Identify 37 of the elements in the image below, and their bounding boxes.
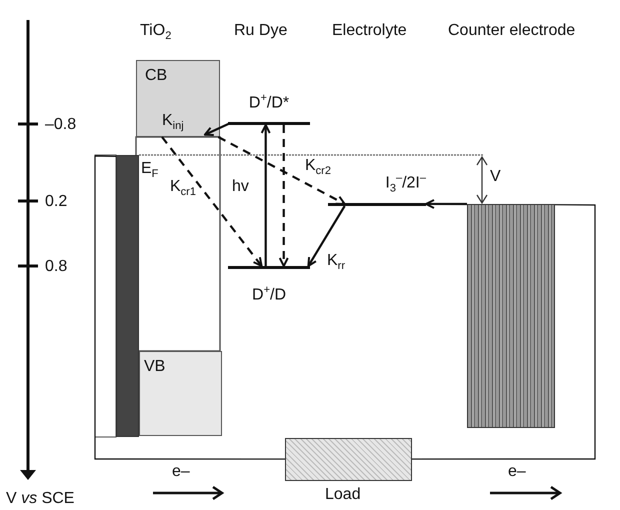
annotation-label: e– bbox=[508, 463, 526, 481]
transfer-arrow bbox=[425, 198, 467, 209]
column-heading: Counter electrode bbox=[448, 22, 576, 40]
edge-label: K$_{rr}$ bbox=[327, 252, 345, 272]
band-label: VB bbox=[144, 358, 166, 375]
band-label: CB bbox=[145, 67, 168, 84]
circuit-wire bbox=[412, 204, 596, 460]
axis-value: 0.8 bbox=[45, 258, 68, 276]
column-heading: TiO$_{2}$ bbox=[140, 22, 172, 42]
level-label: I$_{3}$$^{–}$/2I$^{–}$ bbox=[385, 172, 426, 195]
column-heading: Ru Dye bbox=[234, 22, 288, 40]
level-label: D$^{+}$/D* bbox=[248, 92, 290, 112]
transfer-arrow bbox=[204, 122, 231, 136]
valence-band-box bbox=[139, 351, 222, 436]
annotation-label: e– bbox=[172, 463, 190, 481]
edge-label: K$_{cr1}$ bbox=[170, 178, 196, 198]
transfer-arrow bbox=[278, 125, 289, 267]
conduction-band-box bbox=[136, 60, 220, 137]
edge-label: hv bbox=[232, 178, 249, 196]
axis-value: 0.2 bbox=[45, 193, 68, 211]
node-caption: Load bbox=[325, 486, 361, 504]
axis-value: –0.8 bbox=[45, 116, 76, 134]
edge-label: K$_{cr2}$ bbox=[305, 157, 331, 178]
load-resistor-block bbox=[285, 438, 412, 481]
counter-electrode-block bbox=[467, 204, 555, 428]
electrode-bar bbox=[116, 155, 139, 437]
edge-label: K$_{inj}$ bbox=[162, 112, 184, 132]
annotation-label: E$_{F}$ bbox=[141, 160, 158, 180]
transfer-arrow bbox=[218, 136, 346, 205]
transfer-arrow bbox=[260, 124, 271, 266]
annotation-label: V bbox=[490, 168, 501, 186]
circuit-wire bbox=[94, 155, 285, 460]
transfer-arrow bbox=[161, 136, 263, 267]
column-heading: Electrolyte bbox=[332, 22, 407, 40]
transfer-arrow bbox=[307, 205, 346, 267]
annotation-label: V vs SCE bbox=[6, 490, 74, 508]
level-label: D$^{+}$/D bbox=[252, 284, 286, 304]
